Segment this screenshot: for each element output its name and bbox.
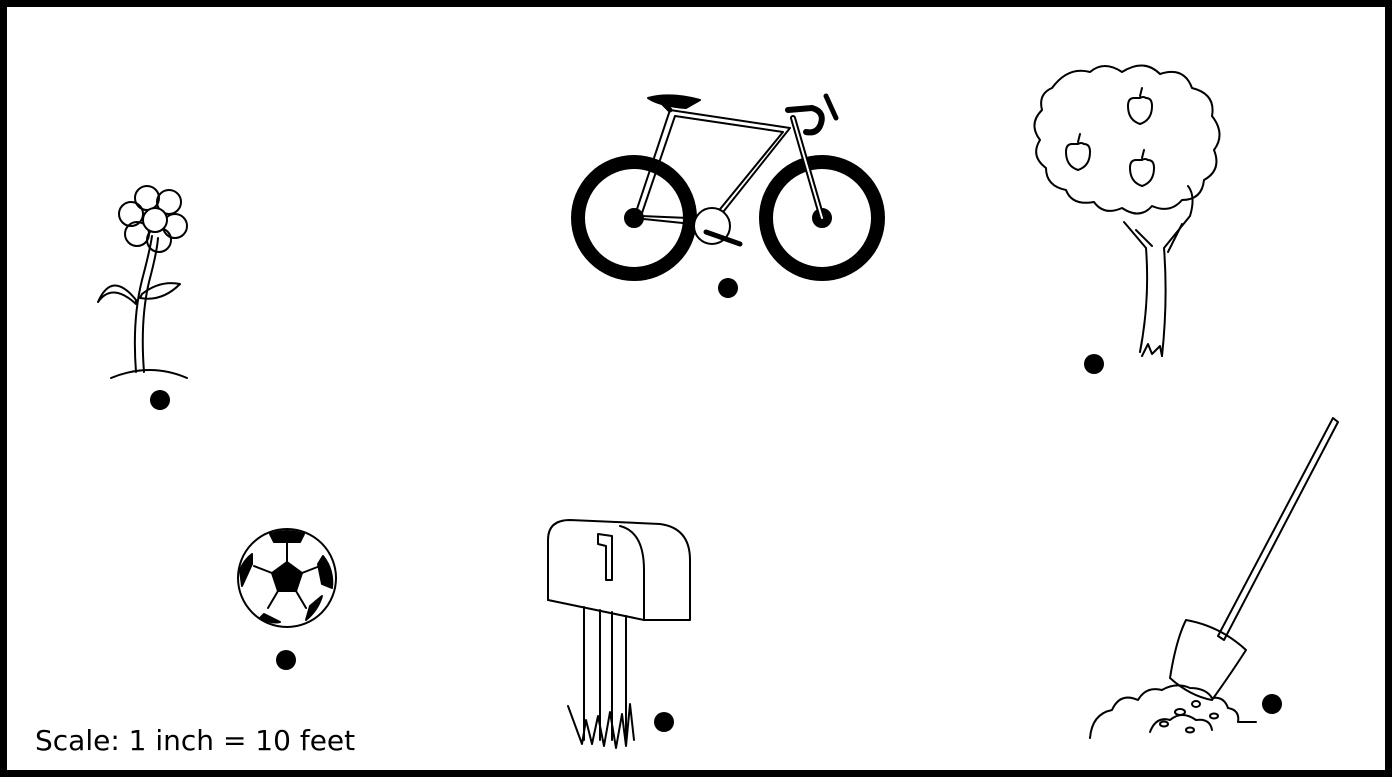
shovel-icon bbox=[1090, 418, 1338, 738]
mailbox-dot bbox=[654, 712, 674, 732]
bicycle-dot bbox=[718, 278, 738, 298]
flower-dot bbox=[150, 390, 170, 410]
scale-label: Scale: 1 inch = 10 feet bbox=[35, 724, 355, 757]
shovel-dot bbox=[1262, 694, 1282, 714]
soccer-ball-dot bbox=[276, 650, 296, 670]
bicycle-icon bbox=[578, 95, 878, 274]
apple-tree-dot bbox=[1084, 354, 1104, 374]
soccer-ball-icon bbox=[238, 529, 336, 627]
apple-tree-icon bbox=[1034, 65, 1219, 356]
flower-icon bbox=[98, 186, 187, 378]
